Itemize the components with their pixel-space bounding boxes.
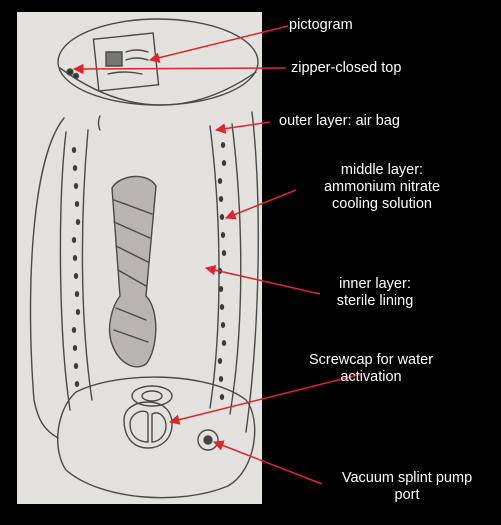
speckle-dot — [219, 286, 223, 292]
speckle-dot — [74, 363, 78, 369]
label-inner-line1: inner layer: — [318, 276, 432, 293]
speckle-dot — [220, 214, 224, 220]
label-pictogram: pictogram — [289, 17, 353, 34]
speckle-dot — [73, 345, 77, 351]
speckle-dot — [220, 394, 224, 400]
speckle-dot — [76, 309, 80, 315]
speckle-dot — [72, 147, 76, 153]
speckle-dot — [73, 165, 77, 171]
label-middle-line1: middle layer: — [296, 162, 468, 179]
label-inner-line2: sterile lining — [318, 293, 432, 310]
label-screwcap: Screwcap for water activation — [276, 352, 466, 386]
zipper-dots — [67, 69, 73, 75]
label-middle-line3: cooling solution — [296, 196, 468, 213]
speckle-dot — [218, 358, 222, 364]
speckle-dot — [221, 322, 225, 328]
speckle-dot — [222, 160, 226, 166]
arrow-zipper — [74, 68, 286, 69]
speckle-dot — [76, 219, 80, 225]
label-screwcap-line2: activation — [276, 369, 466, 386]
label-pump-line2: port — [322, 487, 492, 504]
speckle-dot — [74, 183, 78, 189]
speckle-dot — [75, 201, 79, 207]
speckle-dot — [74, 273, 78, 279]
speckle-dot — [221, 142, 225, 148]
speckle-dot — [218, 178, 222, 184]
label-pump-line1: Vacuum splint pump — [322, 470, 492, 487]
label-zipper-top: zipper-closed top — [291, 60, 401, 77]
label-outer-layer: outer layer: air bag — [279, 113, 400, 130]
speckle-dot — [219, 196, 223, 202]
speckle-dot — [75, 291, 79, 297]
speckle-dot — [73, 255, 77, 261]
speckle-dot — [222, 250, 226, 256]
speckle-dot — [222, 340, 226, 346]
label-middle-line2: ammonium nitrate — [296, 179, 468, 196]
speckle-dot — [221, 232, 225, 238]
label-inner-layer: inner layer: sterile lining — [318, 276, 432, 310]
speckle-dot — [72, 327, 76, 333]
label-screwcap-line1: Screwcap for water — [276, 352, 466, 369]
label-middle-layer: middle layer: ammonium nitrate cooling s… — [296, 162, 468, 213]
speckle-dot — [75, 381, 79, 387]
speckle-dot — [219, 376, 223, 382]
label-pump-port: Vacuum splint pump port — [322, 470, 492, 504]
speckle-dot — [220, 304, 224, 310]
speckle-dot — [72, 237, 76, 243]
